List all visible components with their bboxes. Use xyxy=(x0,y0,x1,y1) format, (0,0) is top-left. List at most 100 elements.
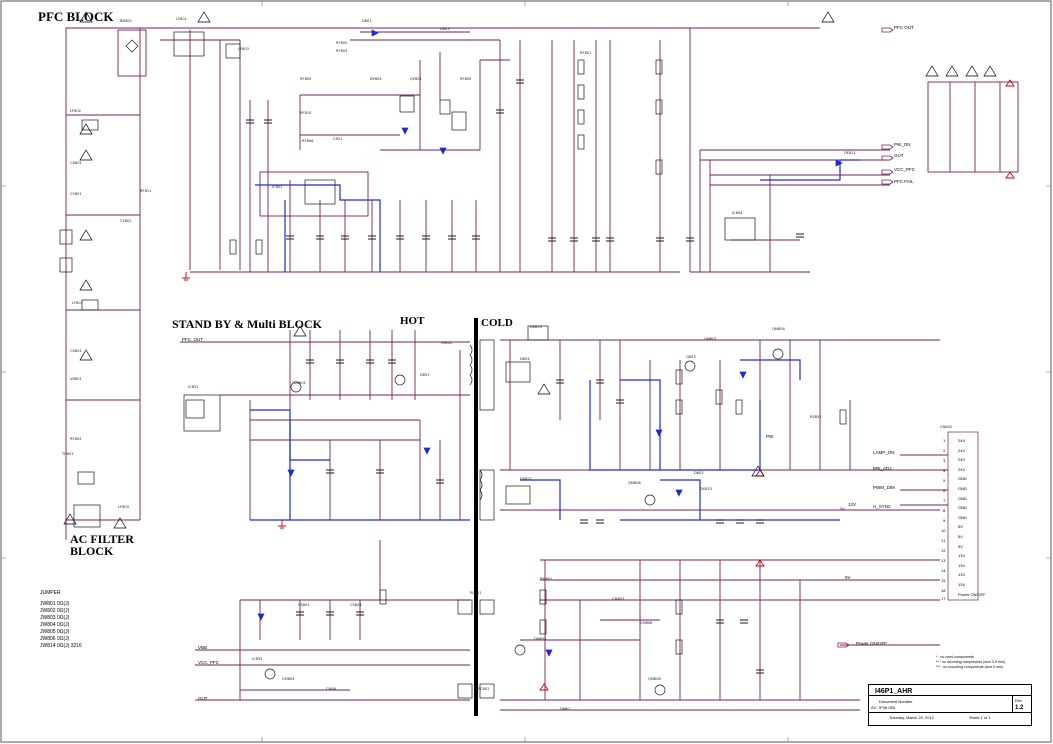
connector-pin-label: 5V xyxy=(958,543,963,549)
net-out-top: OUT xyxy=(894,153,904,158)
net-power-on-off: Power ON/OFF xyxy=(856,641,888,646)
svg-text:LF804: LF804 xyxy=(118,505,130,509)
svg-text:2: 2 xyxy=(943,449,945,453)
net-pfc-out-standby: PFC_OUT xyxy=(182,337,204,342)
connector-pin-label: 13V xyxy=(958,553,966,559)
svg-text:RF811: RF811 xyxy=(140,189,151,193)
svg-text:17: 17 xyxy=(941,597,946,601)
model-name: I46P1_AHR xyxy=(875,688,913,695)
net-vcc-pfc-top: VCC_PFC xyxy=(894,167,916,172)
net-h-sync: H_SYNC xyxy=(873,504,892,509)
connector-pin-label: 24V xyxy=(958,466,966,472)
connector-pin-label: 24V xyxy=(958,447,966,453)
svg-text:3: 3 xyxy=(943,459,945,463)
connector-pin-label: GND xyxy=(958,505,967,511)
connector-pin-label: GND xyxy=(958,495,967,501)
svg-text:13: 13 xyxy=(941,559,946,563)
connector-pin-label: GND xyxy=(958,485,967,491)
connector-pin-label: GND xyxy=(958,476,967,482)
pfc-block-title: PFC BLOCK xyxy=(38,9,114,24)
svg-text:CM806: CM806 xyxy=(640,621,653,625)
svg-text:CX801: CX801 xyxy=(70,349,82,353)
svg-text:D854: D854 xyxy=(520,357,530,361)
svg-text:IC801: IC801 xyxy=(272,185,282,189)
svg-text:12: 12 xyxy=(941,549,946,553)
connector-pin-label: 5V xyxy=(958,533,963,539)
jumper-title: JUMPER xyxy=(40,590,61,596)
svg-text:9: 9 xyxy=(943,519,946,523)
svg-text:VR801: VR801 xyxy=(70,377,82,381)
svg-text:6: 6 xyxy=(943,489,946,493)
svg-text:QM804: QM804 xyxy=(772,327,786,331)
connector-pin-label: 5V xyxy=(958,524,963,530)
isolation-barrier xyxy=(474,318,478,716)
svg-text:QM801: QM801 xyxy=(704,337,717,341)
svg-text:TH801: TH801 xyxy=(61,452,74,456)
svg-text:CS804: CS804 xyxy=(350,603,362,607)
net-pfc-fail: PFC FAIL xyxy=(894,179,914,184)
net-pw-on: PW_ON xyxy=(894,142,911,147)
net-12v: 12V xyxy=(848,502,857,507)
connector-pin-label: 13V xyxy=(958,562,966,568)
connector-pin-label: 13V xyxy=(958,572,966,578)
svg-text:RF806: RF806 xyxy=(302,139,314,143)
svg-text:DF804: DF804 xyxy=(370,77,382,81)
ac-filter-title-line1: AC FILTER xyxy=(70,532,134,546)
svg-text:D860: D860 xyxy=(560,707,570,711)
net-pfc-out-top: PFC OUT xyxy=(894,25,914,30)
svg-text:PC801: PC801 xyxy=(470,591,482,595)
warning-triangle-icons xyxy=(63,11,997,529)
title-block: I46P1_AHR Document Number IP46-005 A3 Re… xyxy=(868,684,1032,726)
svg-text:TM801: TM801 xyxy=(439,341,452,345)
hot-side-label: HOT xyxy=(400,315,425,327)
jumper-item: JW806 0Ω(J) xyxy=(40,636,70,642)
svg-text:8: 8 xyxy=(943,509,946,513)
svg-text:DS853: DS853 xyxy=(700,487,712,491)
doc-number: IP46-005 xyxy=(879,705,896,710)
net-5v: 5V xyxy=(845,575,851,580)
svg-text:DS857: DS857 xyxy=(520,477,532,481)
svg-text:LF801: LF801 xyxy=(72,301,83,305)
svg-text:LF801: LF801 xyxy=(176,17,187,21)
svg-text:RF804: RF804 xyxy=(70,437,82,441)
net-bri-adj: BRI_ADJ xyxy=(873,466,892,471)
svg-text:DS801: DS801 xyxy=(294,381,306,385)
net-flags xyxy=(837,27,894,648)
net-pwm-dim: PWM_DIM xyxy=(873,485,895,490)
svg-text:CY802: CY802 xyxy=(120,219,132,223)
svg-text:CM803: CM803 xyxy=(612,597,624,601)
net-vbb: VBB xyxy=(198,645,208,650)
svg-text:BD801: BD801 xyxy=(120,19,132,23)
svg-text:CN802: CN802 xyxy=(940,425,952,429)
svg-text:16: 16 xyxy=(941,589,946,593)
svg-text:QF801: QF801 xyxy=(410,77,422,81)
note-line: * : no need components xyxy=(936,655,974,659)
svg-text:D852: D852 xyxy=(420,373,430,377)
svg-text:14: 14 xyxy=(941,569,946,573)
components xyxy=(59,29,979,699)
svg-text:5V: 5V xyxy=(840,507,845,511)
connector-pin-label: 13V xyxy=(958,581,966,587)
wires xyxy=(65,27,1019,711)
jumper-item: JW805 0Ω(J) xyxy=(40,629,70,635)
svg-text:PC802: PC802 xyxy=(478,687,490,691)
rev-label: Rev xyxy=(1015,698,1023,703)
svg-text:QM808: QM808 xyxy=(648,677,662,681)
svg-text:C801: C801 xyxy=(333,137,342,141)
connector-pin-label: GND xyxy=(958,514,967,520)
svg-text:RF805: RF805 xyxy=(460,77,471,81)
svg-text:CY801: CY801 xyxy=(70,192,82,196)
jumper-item: JW814 0Ω(J) 3216 xyxy=(40,643,82,649)
svg-text:QM808: QM808 xyxy=(628,481,642,485)
standby-block-title: STAND BY & Multi BLOCK xyxy=(172,317,323,331)
svg-text:CS801: CS801 xyxy=(298,603,310,607)
svg-text:1: 1 xyxy=(943,439,945,443)
svg-text:15: 15 xyxy=(941,579,946,583)
note-line: ** : no mounting components (size 3.5 mm… xyxy=(936,660,1005,664)
sheet-number: Sheet 1 of 1 xyxy=(969,715,991,720)
date: Tuesday, March 20, 2012 xyxy=(889,715,934,720)
